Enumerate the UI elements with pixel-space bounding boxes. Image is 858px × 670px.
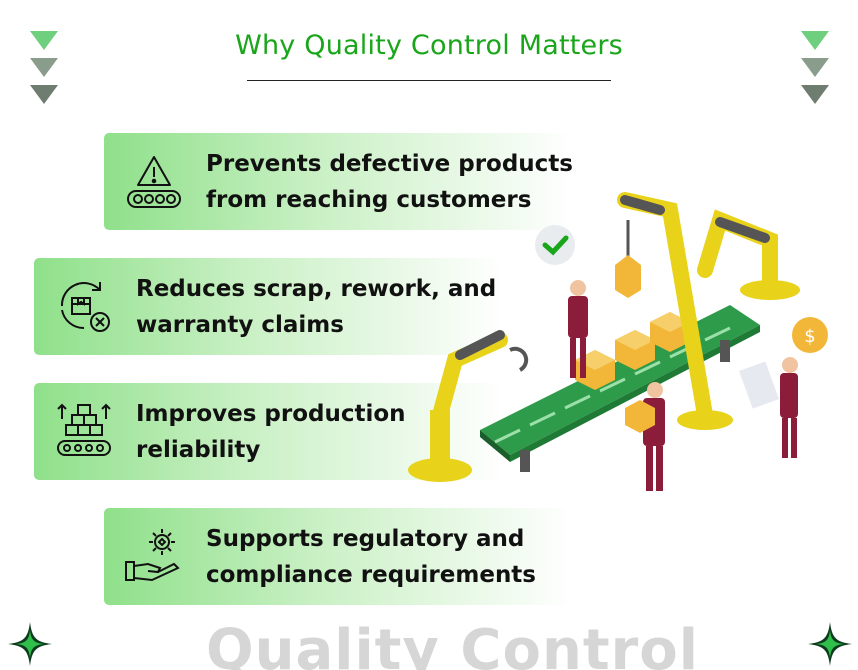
card-line-2: warranty claims — [136, 312, 344, 338]
conveyor-belt — [480, 305, 760, 472]
sparkle-icon — [806, 620, 854, 668]
card-line-1: Reduces scrap, rework, and — [136, 276, 497, 302]
svg-text:$: $ — [804, 326, 815, 347]
benefit-card: Reduces scrap, rework, and warranty clai… — [34, 258, 504, 355]
triangle-left-1 — [30, 31, 58, 50]
card-line-2: from reaching customers — [206, 187, 532, 213]
robot-arm-tall — [615, 192, 733, 430]
triangle-left-2 — [30, 58, 58, 77]
boxes — [575, 312, 690, 390]
card-line-1: Improves production — [136, 401, 406, 427]
card-line-2: compliance requirements — [206, 562, 536, 588]
worker-1 — [568, 280, 588, 378]
title-underline — [247, 80, 611, 81]
worker-3 — [739, 357, 798, 458]
stacked-boxes-conveyor-icon — [54, 401, 114, 461]
watermark-text: Quality Control — [206, 618, 699, 670]
warning-conveyor-icon — [124, 151, 184, 211]
page-title: Why Quality Control Matters — [235, 30, 623, 61]
robot-arm-right — [697, 209, 800, 300]
triangle-right-3 — [801, 85, 829, 104]
hand-gear-icon — [124, 526, 184, 586]
dollar-badge-icon: $ — [792, 317, 828, 353]
check-badge-icon — [535, 225, 575, 265]
triangle-left-3 — [30, 85, 58, 104]
recycle-box-icon — [54, 276, 114, 336]
card-line-1: Prevents defective products — [206, 151, 574, 177]
worker-2 — [625, 382, 665, 491]
factory-illustration: $ — [400, 180, 830, 510]
triangle-right-2 — [801, 58, 829, 77]
sparkle-icon — [6, 620, 54, 668]
benefit-card: Supports regulatory and compliance requi… — [104, 508, 574, 605]
card-line-1: Supports regulatory and — [206, 526, 525, 552]
triangle-right-1 — [801, 31, 829, 50]
benefit-card: Prevents defective products from reachin… — [104, 133, 574, 230]
card-line-2: reliability — [136, 437, 261, 463]
robot-arm-left — [408, 330, 529, 482]
